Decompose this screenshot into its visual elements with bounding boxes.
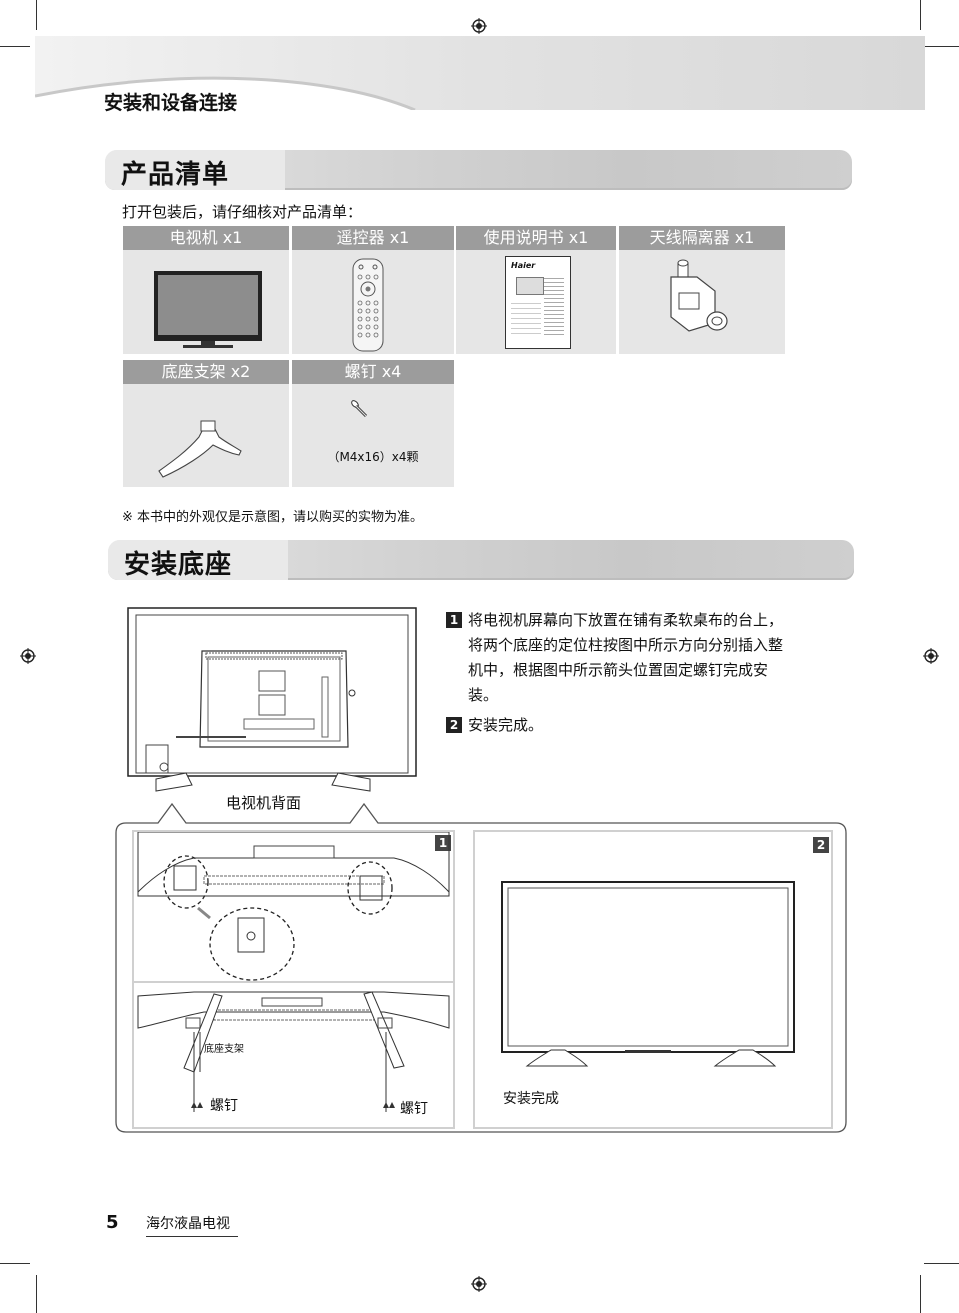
registration-mark-icon bbox=[471, 1276, 487, 1292]
panel-caption: 安装完成 bbox=[503, 1091, 559, 1107]
product-label: 螺钉 x4 bbox=[292, 360, 454, 384]
crop-mark bbox=[924, 1263, 959, 1264]
tv-back-label: 电视机背面 bbox=[226, 794, 302, 812]
section-header: 产品清单 bbox=[105, 150, 852, 190]
step-text-line: 装。 bbox=[468, 686, 499, 704]
screw-spec: （M4x16）x4颗 bbox=[327, 450, 419, 464]
step-text-line: 安装完成。 bbox=[468, 716, 544, 734]
manual-brand-logo: Haier bbox=[511, 261, 536, 270]
remote-control-icon bbox=[352, 258, 384, 352]
tv-icon bbox=[154, 271, 262, 348]
product-label: 遥控器 x1 bbox=[292, 226, 454, 250]
product-cell-tv: 电视机 x1 bbox=[123, 226, 289, 354]
crop-mark bbox=[920, 0, 921, 30]
crop-mark bbox=[0, 1263, 30, 1264]
chapter-title: 安装和设备连接 bbox=[104, 92, 238, 114]
panel-2: 2 安装完成 bbox=[473, 830, 833, 1129]
screw-icon bbox=[351, 400, 368, 418]
stand-insertion-diagram bbox=[134, 832, 453, 1112]
crop-mark bbox=[36, 0, 37, 30]
header-swoosh bbox=[35, 36, 925, 110]
product-cell-remote: 遥控器 x1 bbox=[292, 226, 454, 354]
tv-back-illustration bbox=[127, 607, 417, 792]
stand-label: 底座支架 bbox=[204, 1044, 244, 1055]
step-number: 2 bbox=[446, 717, 462, 733]
antenna-isolator-icon bbox=[670, 259, 728, 332]
footer-rule bbox=[146, 1236, 238, 1237]
product-label: 天线隔离器 x1 bbox=[619, 226, 785, 250]
screw-label-right: 螺钉 bbox=[400, 1101, 428, 1117]
product-label: 使用说明书 x1 bbox=[456, 226, 616, 250]
section-title: 安装底座 bbox=[124, 550, 233, 580]
registration-mark-icon bbox=[923, 648, 939, 664]
crop-mark bbox=[36, 1275, 37, 1313]
page-number: 5 bbox=[106, 1212, 119, 1233]
product-label: 底座支架 x2 bbox=[123, 360, 289, 384]
step-number: 1 bbox=[446, 612, 462, 628]
product-cell-stand: 底座支架 x2 bbox=[123, 360, 289, 487]
crop-mark bbox=[0, 46, 30, 47]
assembled-tv-diagram bbox=[501, 881, 795, 1067]
registration-mark-icon bbox=[471, 18, 487, 34]
panel-number: 2 bbox=[813, 837, 829, 853]
crop-mark bbox=[924, 46, 959, 47]
section-title: 产品清单 bbox=[121, 160, 230, 190]
step-text-line: 将两个底座的定位柱按图中所示方向分别插入整 bbox=[468, 636, 784, 654]
product-label: 电视机 x1 bbox=[123, 226, 289, 250]
footer-brand: 海尔液晶电视 bbox=[146, 1216, 230, 1232]
section-header: 安装底座 bbox=[108, 540, 854, 580]
step-text-line: 将电视机屏幕向下放置在铺有柔软桌布的台上， bbox=[468, 611, 784, 629]
step-2: 2 安装完成。 bbox=[446, 713, 543, 738]
product-cell-manual: 使用说明书 x1 Haier bbox=[456, 226, 616, 354]
registration-mark-icon bbox=[20, 648, 36, 664]
step-text-line: 机中，根据图中所示箭头位置固定螺钉完成安 bbox=[468, 661, 769, 679]
manual-booklet: Haier bbox=[505, 256, 571, 349]
panel-1: 1 底座支架 螺钉 螺钉 bbox=[132, 830, 455, 1129]
crop-mark bbox=[920, 1275, 921, 1313]
screw-label-left: 螺钉 bbox=[210, 1098, 238, 1114]
product-cell-screws: 螺钉 x4 （M4x16）x4颗 bbox=[292, 360, 454, 487]
product-cell-antenna-isolator: 天线隔离器 x1 bbox=[619, 226, 785, 354]
stand-bracket-icon bbox=[158, 420, 242, 478]
step-1: 1 将电视机屏幕向下放置在铺有柔软桌布的台上， 将两个底座的定位柱按图中所示方向分… bbox=[446, 608, 846, 708]
footnote: ※ 本书中的外观仅是示意图，请以购买的实物为准。 bbox=[122, 510, 424, 525]
intro-text: 打开包装后，请仔细核对产品清单： bbox=[122, 203, 363, 221]
panel-number: 1 bbox=[435, 835, 451, 851]
